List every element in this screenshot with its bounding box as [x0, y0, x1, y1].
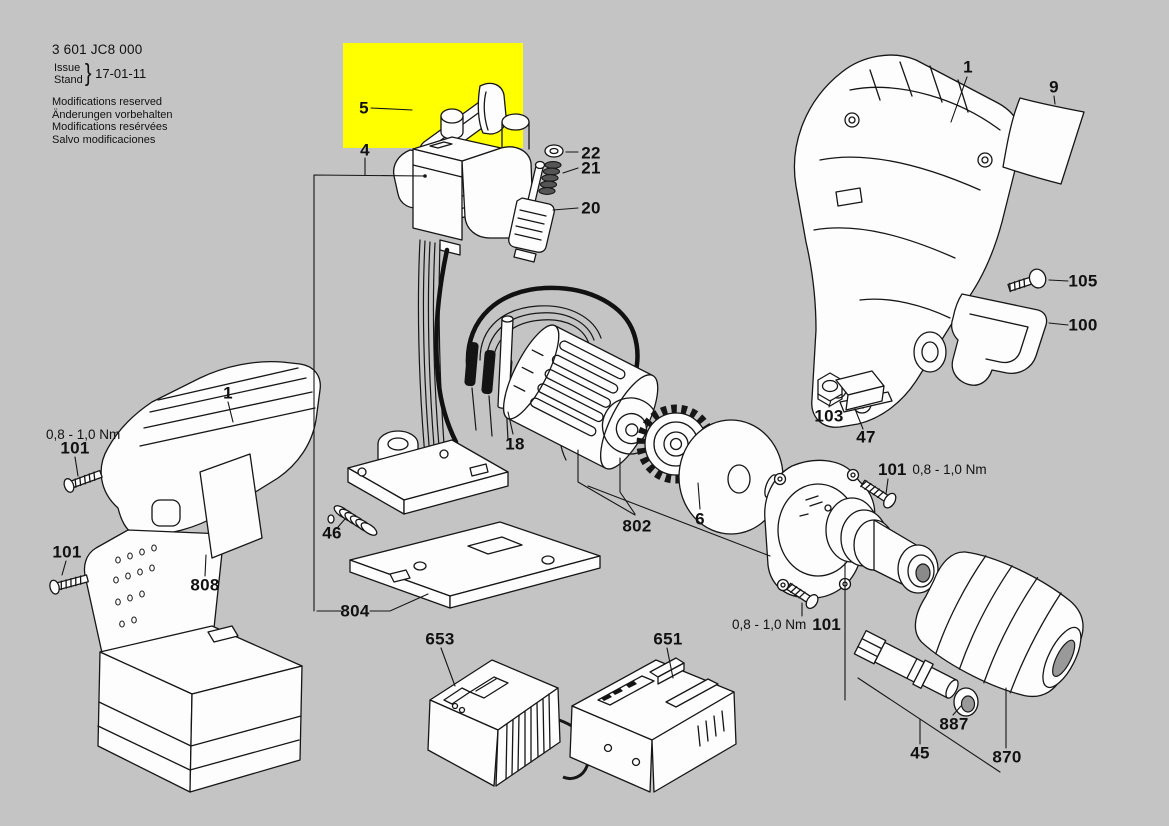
callout-1-right: 1: [963, 57, 973, 77]
callout-47: 47: [856, 427, 876, 447]
callout-653: 653: [425, 629, 455, 649]
callout-802: 802: [622, 516, 652, 536]
grip-texture: [113, 544, 157, 628]
torque-note-right-bottom: 0,8 - 1,0 Nm 101: [732, 616, 841, 633]
callout-9: 9: [1049, 77, 1059, 97]
callout-870: 870: [992, 747, 1022, 767]
wiring-harness: [417, 239, 640, 472]
callout-5: 5: [359, 98, 369, 118]
gearbox-housing: [764, 459, 939, 599]
callout-1-left: 1: [223, 383, 233, 403]
part-101-screw-right-top: [860, 479, 897, 509]
callout-804: 804: [340, 601, 370, 621]
issue-date: 17-01-11: [95, 66, 147, 81]
torque-note-right-mid: 101 0,8 - 1,0 Nm: [878, 461, 987, 478]
part-21-spring: [538, 161, 562, 195]
callout-46: 46: [322, 523, 342, 543]
issue-label: Issue: [54, 61, 81, 74]
part-45-bit-holder: [853, 629, 959, 699]
callout-887: 887: [939, 714, 969, 734]
part-1-housing-left: [83, 360, 321, 793]
modifications-line-fr: Modifications resérvées: [52, 121, 168, 133]
part-105-screw: [1007, 268, 1047, 293]
part-101-screw-left-bottom: [49, 574, 89, 595]
callout-103: 103: [814, 406, 844, 426]
callout-100: 100: [1068, 315, 1098, 335]
callout-101-left-top: 101: [60, 438, 90, 458]
part-887-sleeve: [953, 687, 979, 717]
part-9-label-plate: [1002, 97, 1085, 185]
stand-label: Stand: [54, 73, 83, 86]
part-651-battery: [569, 657, 737, 793]
part-802-motor: [502, 324, 660, 470]
part-6-gear: [636, 404, 812, 535]
part-20-plunger: [508, 160, 555, 263]
callout-6: 6: [695, 509, 705, 529]
part-870-nose-cone: [914, 551, 1084, 698]
part-46-spring: [327, 505, 378, 536]
callout-4: 4: [360, 140, 370, 160]
torque-note-left: 0,8 - 1,0 Nm: [46, 427, 121, 442]
part-103-nut: [817, 372, 843, 407]
torque-value-right-mid: 0,8 - 1,0 Nm: [912, 462, 987, 477]
callout-101-right-bottom: 101: [812, 615, 841, 634]
leader-lines: [61, 76, 1069, 773]
modifications-line-es: Salvo modificaciones: [52, 133, 156, 146]
document-number: 3 601 JC8 000: [52, 42, 143, 57]
callout-18: 18: [505, 434, 525, 454]
modifications-line-en: Modifications reserved: [52, 96, 163, 108]
callout-22: 22: [581, 143, 601, 163]
callout-101-right-mid: 101: [878, 460, 907, 479]
callout-808: 808: [190, 575, 220, 595]
part-804-base-plate: [349, 521, 601, 609]
callout-45: 45: [910, 743, 930, 763]
part-22-washer: [544, 144, 564, 158]
issue-stand-block: Issue Stand } 17-01-11: [54, 59, 146, 88]
battery-base: [97, 625, 303, 793]
modifications-line-de: Änderungen vorbehalten: [52, 108, 173, 121]
callout-651: 651: [653, 629, 683, 649]
callout-21: 21: [581, 158, 601, 178]
part-100-belt-clip: [951, 293, 1048, 386]
part-808-sticker: [199, 453, 263, 559]
part-47-button: [835, 370, 893, 413]
modifications-notice: Modifications reserved Änderungen vorbeh…: [52, 96, 172, 146]
mount-base: [347, 430, 509, 515]
callout-105: 105: [1068, 271, 1098, 291]
part-101-screw-left-top: [63, 469, 103, 493]
part-1-housing-right: [793, 54, 1023, 428]
torque-value-right-bottom: 0,8 - 1,0 Nm: [732, 617, 807, 632]
callout-101-left-bottom: 101: [52, 542, 82, 562]
brace-glyph: }: [84, 59, 92, 87]
part-101-screw-right-bottom: [785, 582, 819, 610]
callout-20: 20: [581, 198, 601, 218]
